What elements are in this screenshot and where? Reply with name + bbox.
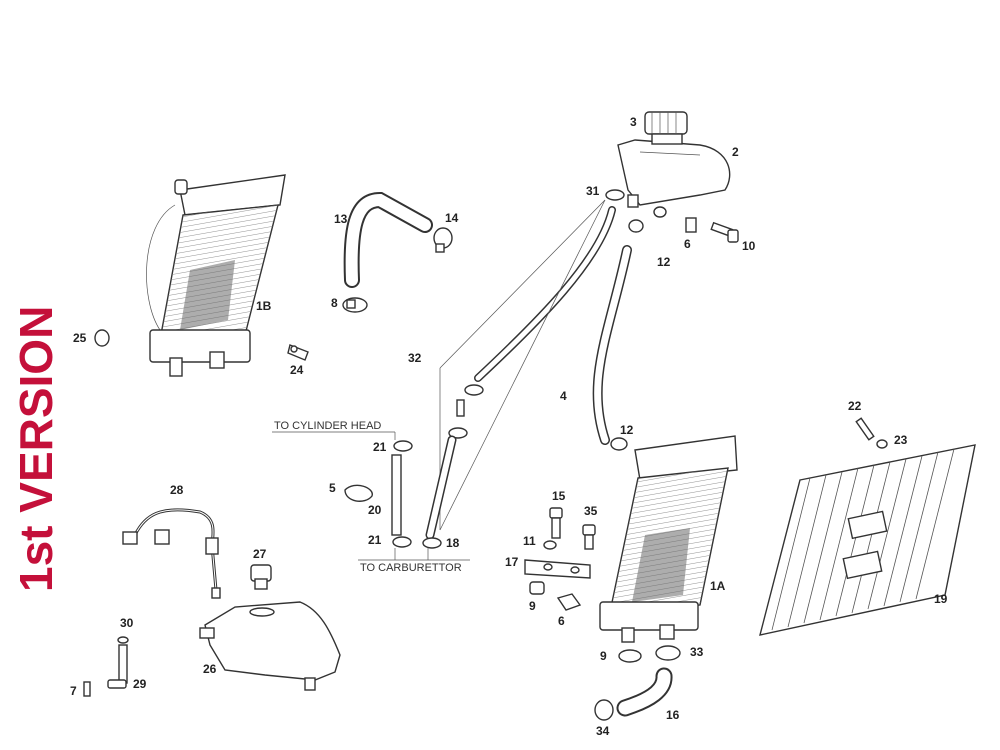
part-25-clip <box>94 329 110 347</box>
part-24-valve <box>287 344 309 361</box>
callout-4: 4 <box>560 389 567 403</box>
callout-16: 16 <box>666 708 680 722</box>
version-label: 1st VERSION <box>10 306 62 592</box>
part-26-tank <box>199 601 341 691</box>
callout-10: 10 <box>742 239 756 253</box>
part-13-hose <box>343 191 433 288</box>
part-32-hose <box>439 199 616 531</box>
part-6-nut <box>685 217 697 233</box>
callout-28: 28 <box>170 483 184 497</box>
part-10-bolt <box>710 221 739 243</box>
part-22-screw <box>855 417 875 441</box>
part-6-nut-b <box>556 593 582 611</box>
callout-19: 19 <box>934 592 948 606</box>
callout-9-b: 9 <box>600 649 607 663</box>
part-33-clamp <box>655 645 681 661</box>
callout-33: 33 <box>690 645 704 659</box>
callout-22: 22 <box>848 399 862 413</box>
callout-1a: 1A <box>710 579 726 593</box>
part-27-cap <box>250 564 272 590</box>
part-19-grille <box>759 444 976 636</box>
part-9-grommet <box>618 649 642 663</box>
callout-14: 14 <box>445 211 459 225</box>
part-34-clamp <box>594 699 614 721</box>
clamp-near-32 <box>448 384 484 439</box>
part-16-hose <box>616 667 673 717</box>
part-15-bolt <box>549 507 563 539</box>
callout-32: 32 <box>408 351 422 365</box>
callout-12-b: 12 <box>620 423 634 437</box>
note-to-carburettor: TO CARBURETTOR <box>360 562 462 574</box>
callout-25: 25 <box>73 331 87 345</box>
part-35-bolt <box>582 524 596 550</box>
callout-6-b: 6 <box>558 614 565 628</box>
callout-2: 2 <box>732 145 739 159</box>
callout-21: 21 <box>373 440 387 454</box>
part-17-bracket <box>524 559 591 579</box>
part-28-sensor-wire <box>122 508 221 599</box>
note-to-cylinder-head: TO CYLINDER HEAD <box>274 420 381 432</box>
part-2-expansion-tank <box>617 139 731 218</box>
callout-7: 7 <box>70 684 77 698</box>
callout-12: 12 <box>657 255 671 269</box>
part-8-clamp <box>342 297 368 313</box>
part-23-washer <box>876 439 888 449</box>
callout-6: 6 <box>684 237 691 251</box>
part-5-clip <box>344 484 373 502</box>
callout-23: 23 <box>894 433 908 447</box>
callout-11: 11 <box>523 534 536 548</box>
callout-1b: 1B <box>256 299 272 313</box>
callout-24: 24 <box>290 363 304 377</box>
callout-8: 8 <box>331 296 338 310</box>
part-12-clamp-b <box>610 437 628 451</box>
callout-9: 9 <box>529 599 536 613</box>
part-14-clamp <box>433 227 453 253</box>
callout-5: 5 <box>329 481 336 495</box>
callout-3: 3 <box>630 115 637 129</box>
part-7-screw <box>83 681 91 697</box>
part-30-washer <box>117 636 129 644</box>
callout-26: 26 <box>203 662 217 676</box>
part-21-clamps <box>392 440 413 548</box>
callout-35: 35 <box>584 504 598 518</box>
part-4-hose <box>592 245 632 445</box>
callout-13: 13 <box>334 212 348 226</box>
part-11-washer <box>543 540 557 550</box>
callout-34: 34 <box>596 724 610 738</box>
callout-18: 18 <box>446 536 460 550</box>
callout-21-b: 21 <box>368 533 382 547</box>
callout-labels: 3 2 31 6 10 12 13 14 8 1B 25 24 32 4 22 … <box>70 115 948 738</box>
part-3-tank-cap <box>644 111 688 145</box>
part-20-hose <box>391 435 457 540</box>
callout-17: 17 <box>505 555 519 569</box>
part-29-fitting <box>107 644 128 689</box>
callout-30: 30 <box>120 616 134 630</box>
routing-notes <box>272 431 470 561</box>
part-9-rubber <box>529 581 545 595</box>
callout-29: 29 <box>133 677 147 691</box>
part-31-clamp <box>605 189 625 201</box>
radiator-1a <box>599 435 738 643</box>
part-18-clamp <box>422 537 442 549</box>
callout-31: 31 <box>586 184 600 198</box>
callout-20: 20 <box>368 503 382 517</box>
part-12-clamp <box>628 219 644 233</box>
callout-15: 15 <box>552 489 566 503</box>
callout-27: 27 <box>253 547 267 561</box>
radiator-1b <box>146 174 286 377</box>
version-banner: 1st VERSION <box>10 306 62 592</box>
